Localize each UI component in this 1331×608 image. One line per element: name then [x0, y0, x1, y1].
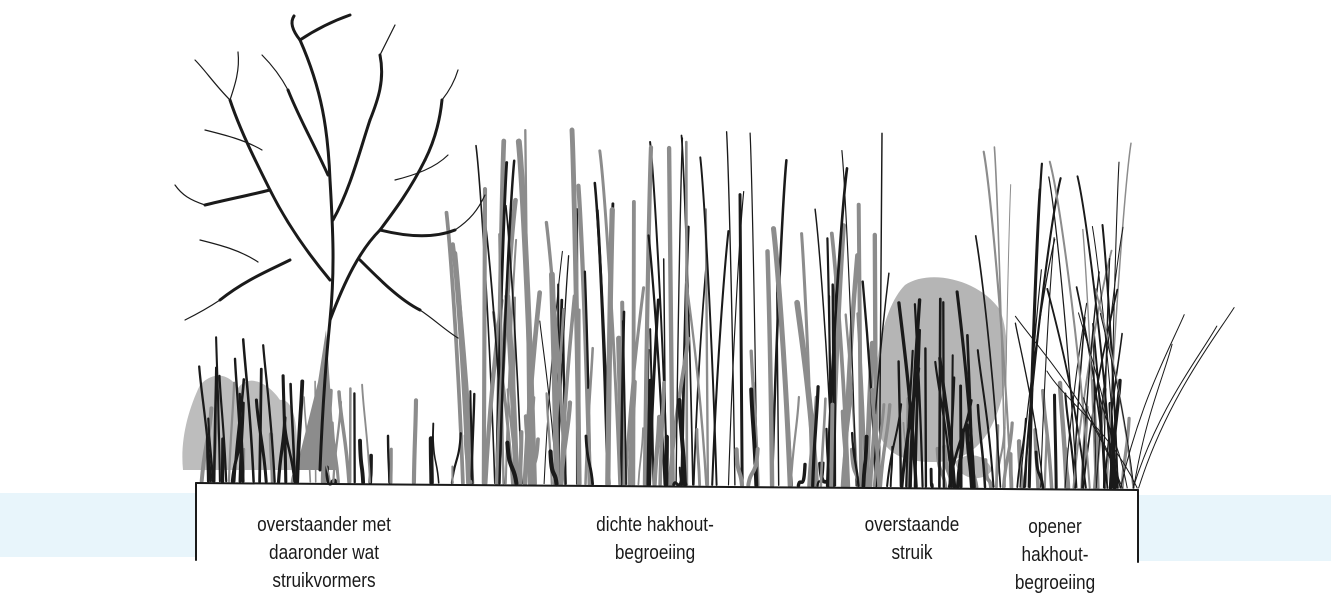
stem	[260, 369, 262, 481]
stem	[484, 189, 485, 483]
label-overstander: overstaander met daaronder wat struikvor…	[255, 511, 393, 595]
label-open-coppice: opener hakhout- begroeiing	[1008, 513, 1103, 597]
stem	[315, 381, 316, 482]
stem	[768, 251, 773, 485]
stem	[1055, 395, 1057, 487]
stem	[655, 417, 660, 485]
stem	[798, 465, 805, 486]
stem	[686, 142, 687, 485]
stem	[961, 386, 962, 487]
stem	[388, 436, 389, 483]
stem	[638, 428, 643, 484]
label-dense-coppice: dichte hakhout- begroeiing	[582, 511, 728, 567]
label-overstanding-shrub: overstaande struik	[860, 511, 963, 567]
stem	[931, 469, 932, 486]
stem	[666, 437, 667, 485]
stem	[669, 148, 673, 484]
stem	[472, 394, 475, 483]
stem	[208, 438, 209, 481]
stem	[925, 349, 926, 487]
stem	[520, 432, 521, 483]
stem	[433, 436, 439, 483]
stem	[697, 429, 700, 484]
stem	[648, 381, 650, 485]
coppice-stems	[199, 130, 1234, 488]
stem	[1139, 308, 1235, 488]
stem	[791, 397, 799, 485]
stem	[360, 441, 363, 483]
stem	[431, 439, 432, 483]
stem	[1133, 326, 1217, 488]
stem	[414, 400, 416, 482]
stem	[1045, 428, 1047, 487]
stem	[831, 405, 832, 486]
stem	[1134, 344, 1172, 488]
stem	[943, 302, 944, 486]
